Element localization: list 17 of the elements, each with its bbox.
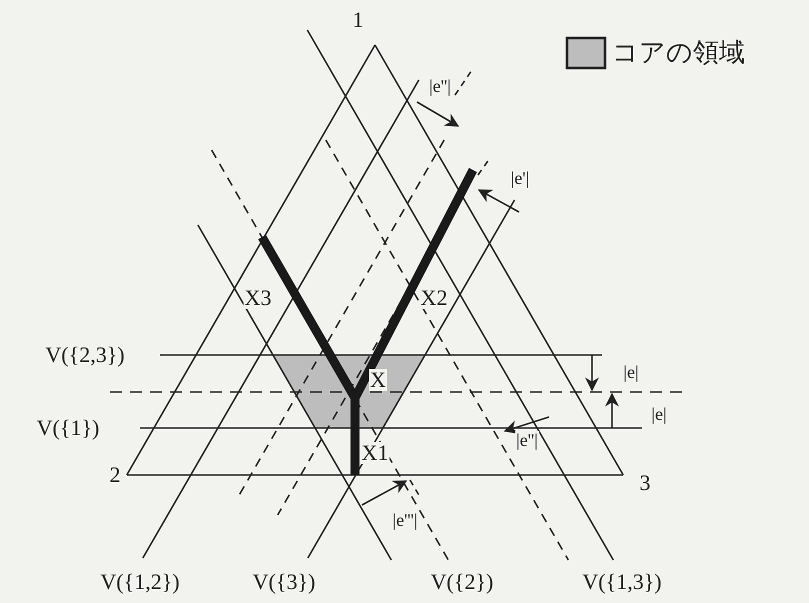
dimension-label: |e'| xyxy=(510,169,530,187)
line-label: V({2,3}) xyxy=(44,344,126,366)
dimension-label: |e| xyxy=(622,363,640,381)
point-label: X xyxy=(369,369,387,391)
dimension-label: |e| xyxy=(650,405,668,423)
dimension-label: |e''| xyxy=(428,77,452,95)
dimension-label: |e'''| xyxy=(392,511,418,529)
dimension-label: |e''| xyxy=(515,431,539,449)
point-label: X1 xyxy=(360,442,390,464)
line-label: V({2}) xyxy=(430,571,494,593)
line-label: V({3}) xyxy=(252,571,316,593)
point-label: X2 xyxy=(420,287,448,309)
line-label: V({1}) xyxy=(36,417,100,439)
point-label: X3 xyxy=(244,287,272,309)
legend-text: コアの領域 xyxy=(612,40,745,66)
line-label: V({1,2}) xyxy=(99,571,181,593)
line-label: V({1,3}) xyxy=(581,571,663,593)
